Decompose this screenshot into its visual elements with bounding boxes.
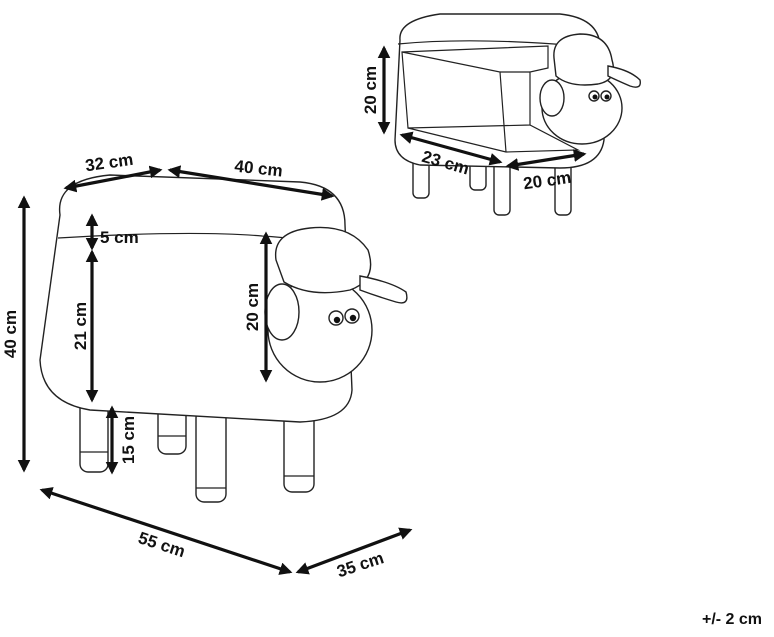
body-height-label: 21 cm bbox=[71, 302, 90, 350]
overall-depth-arrow bbox=[295, 527, 413, 575]
cushion-height-label: 5 cm bbox=[100, 228, 139, 247]
storage-depth-arrow bbox=[505, 149, 587, 171]
length-top-label: 40 cm bbox=[234, 157, 284, 181]
tolerance-note: +/- 2 cm bbox=[701, 611, 762, 628]
overall-length-arrow bbox=[39, 487, 293, 575]
storage-length-arrow bbox=[399, 131, 503, 166]
overall-length-label: 55 cm bbox=[136, 528, 188, 561]
leg-height-label: 15 cm bbox=[119, 416, 138, 464]
main-view: 32 cm 40 cm 5 cm 21 cm 20 cm 40 cm 15 cm… bbox=[1, 150, 413, 581]
head-height-label: 20 cm bbox=[243, 283, 262, 331]
width-top-label: 32 cm bbox=[84, 150, 134, 176]
storage-height-label: 20 cm bbox=[361, 66, 380, 114]
storage-view: 20 cm 23 cm 20 cm bbox=[361, 13, 641, 216]
storage-sheep-head bbox=[539, 33, 641, 145]
total-height-label: 40 cm bbox=[1, 310, 20, 358]
main-sheep-head bbox=[264, 226, 408, 383]
overall-depth-label: 35 cm bbox=[334, 548, 386, 581]
length-top-arrow bbox=[167, 165, 335, 201]
width-top-arrow bbox=[63, 165, 163, 193]
